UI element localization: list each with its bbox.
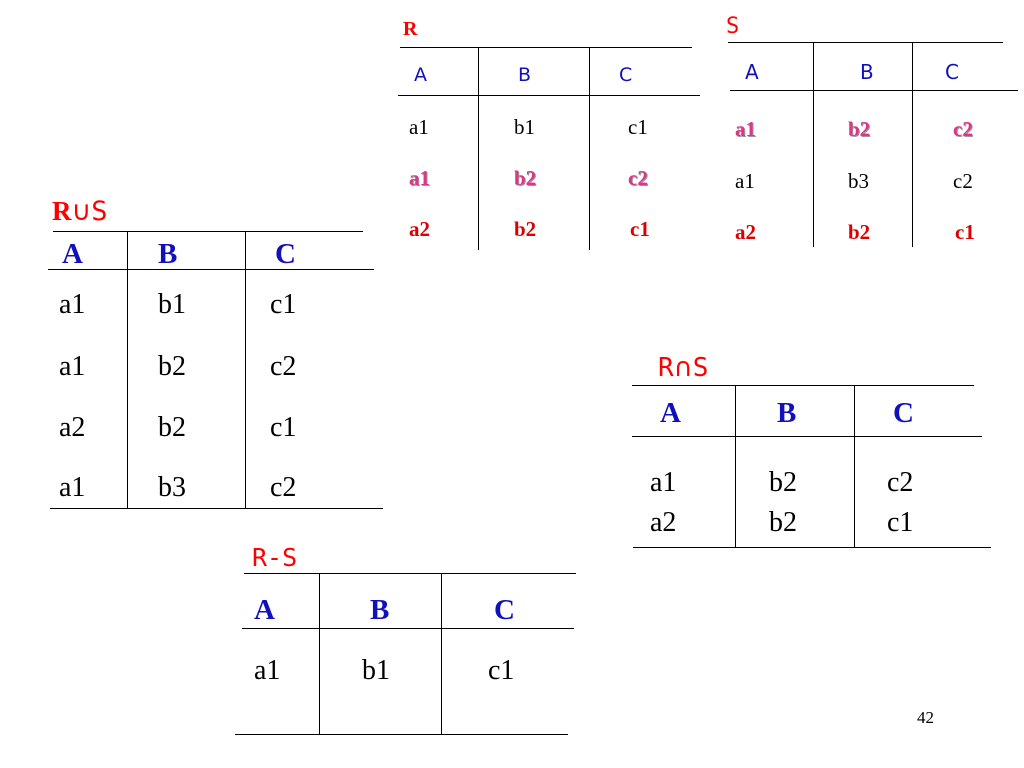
table-s-cell: c2 xyxy=(953,169,973,193)
table-intersection-header-a: A xyxy=(660,397,681,429)
table-intersection-header-b: B xyxy=(777,397,797,429)
table-union-cell: b1 xyxy=(158,289,186,320)
table-union-header-c: C xyxy=(275,238,296,270)
table-difference-top-rule xyxy=(244,573,576,574)
table-r-cell-common: a2 xyxy=(409,217,430,241)
table-intersection-header-c: C xyxy=(893,397,914,429)
table-r-title: R xyxy=(403,18,418,40)
table-difference-divider-2 xyxy=(441,573,442,734)
table-intersection-cell: b2 xyxy=(769,507,797,538)
table-r-cell: b1 xyxy=(514,115,535,139)
table-intersection-title: R∩S xyxy=(658,353,708,383)
table-intersection-cell: c1 xyxy=(887,507,914,538)
table-union-title: R∪S xyxy=(52,196,108,227)
intersection-symbol: ∩ xyxy=(673,353,693,383)
table-union-bottom-rule xyxy=(50,508,383,509)
table-union-cell: a1 xyxy=(59,351,86,382)
table-s-cell-common: c1 xyxy=(955,220,975,244)
table-s-header-a: A xyxy=(745,60,759,84)
union-title-left: R xyxy=(52,196,72,226)
table-difference-bottom-rule xyxy=(235,734,568,735)
table-union-cell: a1 xyxy=(59,289,86,320)
intersection-title-right: S xyxy=(692,353,709,383)
table-s-top-rule xyxy=(728,42,1003,43)
table-s-cell-common: c2 xyxy=(953,117,973,141)
table-difference-cell: c1 xyxy=(488,655,515,686)
table-intersection-divider-1 xyxy=(735,385,736,547)
table-intersection-cell: a1 xyxy=(650,467,677,498)
table-difference-header-c: C xyxy=(494,594,515,626)
table-r-header-c: C xyxy=(619,64,633,86)
table-union-header-a: A xyxy=(62,238,83,270)
table-difference-header-b: B xyxy=(370,594,390,626)
table-s-cell-common: a2 xyxy=(735,220,756,244)
table-r-cell-common: c2 xyxy=(628,166,648,190)
table-union-cell: c2 xyxy=(270,351,297,382)
table-union-cell: a2 xyxy=(59,412,86,443)
table-difference-header-a: A xyxy=(254,594,275,626)
table-intersection-cell: a2 xyxy=(650,507,677,538)
table-intersection-bottom-rule xyxy=(633,547,991,548)
table-s-header-c: C xyxy=(945,60,959,84)
table-r-cell: c1 xyxy=(628,115,648,139)
table-union-cell: b2 xyxy=(158,412,186,443)
table-difference-divider-1 xyxy=(319,573,320,734)
union-symbol: ∪ xyxy=(71,196,92,227)
table-intersection-cell: b2 xyxy=(769,467,797,498)
table-intersection-divider-2 xyxy=(854,385,855,547)
table-s-divider-1 xyxy=(813,42,814,247)
table-intersection-top-rule xyxy=(632,385,974,386)
table-r-divider-1 xyxy=(478,47,479,250)
table-union-header-rule xyxy=(48,269,374,270)
table-r-cell-common: b2 xyxy=(514,217,537,241)
table-difference-title: R-S xyxy=(252,543,298,572)
table-s-cell: b3 xyxy=(848,169,869,193)
table-s-cell-common: b2 xyxy=(848,117,871,141)
table-s-cell-common: b2 xyxy=(848,220,871,244)
intersection-title-left: R xyxy=(658,353,674,383)
table-union-cell: c1 xyxy=(270,412,297,443)
table-s-header-b: B xyxy=(860,60,874,84)
table-union-cell: c2 xyxy=(270,472,297,503)
table-r-cell-common: c1 xyxy=(630,217,650,241)
table-intersection-cell: c2 xyxy=(887,467,914,498)
table-union-top-rule xyxy=(53,231,363,232)
table-s-cell-common: a1 xyxy=(735,117,756,141)
table-r-cell-common: a1 xyxy=(409,166,430,190)
table-difference-cell: a1 xyxy=(254,655,281,686)
table-r-cell-common: b2 xyxy=(514,166,537,190)
table-s-title: S xyxy=(726,14,740,39)
table-r-header-a: A xyxy=(414,64,427,86)
table-s-cell: a1 xyxy=(735,169,755,193)
table-r-cell: a1 xyxy=(409,115,429,139)
table-union-cell: b3 xyxy=(158,472,186,503)
table-s-header-rule xyxy=(730,90,1018,91)
table-s-divider-2 xyxy=(912,42,913,247)
table-union-header-b: B xyxy=(158,238,178,270)
table-difference-header-rule xyxy=(242,628,574,629)
union-title-right: S xyxy=(91,196,108,227)
table-r-header-b: B xyxy=(518,64,532,86)
table-intersection-header-rule xyxy=(632,436,982,437)
page-number: 42 xyxy=(917,708,934,727)
table-union-cell: a1 xyxy=(59,472,86,503)
table-r-top-rule xyxy=(400,47,692,48)
table-difference-cell: b1 xyxy=(362,655,390,686)
table-union-cell: b2 xyxy=(158,351,186,382)
table-union-divider-2 xyxy=(245,231,246,508)
table-r-divider-2 xyxy=(589,47,590,250)
table-r-header-rule xyxy=(398,95,700,96)
table-union-cell: c1 xyxy=(270,289,297,320)
table-union-divider-1 xyxy=(127,231,128,508)
